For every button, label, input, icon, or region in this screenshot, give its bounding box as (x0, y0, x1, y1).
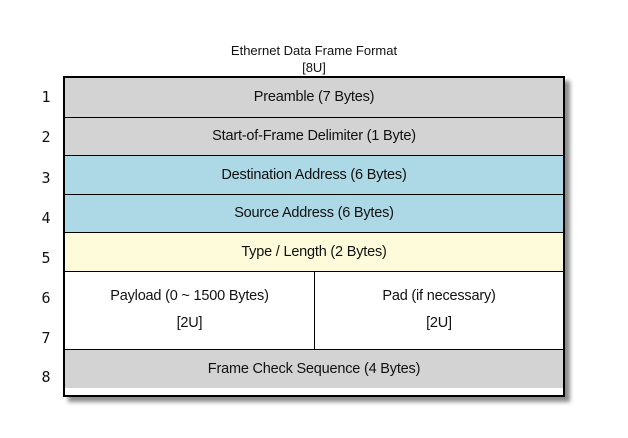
pad-units: [2U] (426, 315, 452, 332)
frame-table: Preamble (7 Bytes) Start-of-Frame Delimi… (63, 76, 565, 397)
diagram-title: Ethernet Data Frame Format (230, 43, 398, 58)
row-number-4: 4 (41, 209, 51, 227)
row-frame-check-sequence-label: Frame Check Sequence (4 Bytes) (207, 360, 421, 377)
row-sfd-label: Start-of-Frame Delimiter (1 Byte) (212, 128, 416, 145)
payload-label: Payload (0 ~ 1500 Bytes) (110, 288, 269, 305)
row-number-7: 7 (41, 329, 51, 347)
pad-cell: Pad (if necessary) [2U] (314, 271, 563, 349)
row-number-1: 1 (41, 88, 51, 106)
row-number-8: 8 (41, 368, 51, 386)
row-destination-address: Destination Address (6 Bytes) (65, 155, 563, 194)
row-destination-address-label: Destination Address (6 Bytes) (221, 166, 407, 183)
row-preamble-label: Preamble (7 Bytes) (253, 89, 375, 106)
row-payload-pad: Payload (0 ~ 1500 Bytes) [2U] Pad (if ne… (65, 270, 563, 350)
row-number-2: 2 (41, 128, 51, 146)
row-type-length-label: Type / Length (2 Bytes) (241, 243, 387, 260)
row-number-5: 5 (41, 249, 51, 267)
diagram-title-block: Ethernet Data Frame Format [8U] (0, 42, 628, 76)
diagram-subtitle: [8U] (302, 60, 326, 75)
row-preamble: Preamble (7 Bytes) (65, 78, 563, 117)
row-number-3: 3 (41, 169, 51, 187)
pad-label: Pad (if necessary) (382, 288, 496, 305)
payload-units: [2U] (176, 315, 203, 332)
row-type-length: Type / Length (2 Bytes) (65, 232, 563, 271)
row-frame-check-sequence: Frame Check Sequence (4 Bytes) (65, 349, 563, 388)
row-number-6: 6 (41, 289, 51, 307)
row-source-address-label: Source Address (6 Bytes) (234, 205, 394, 222)
payload-cell: Payload (0 ~ 1500 Bytes) [2U] (65, 272, 314, 350)
row-sfd: Start-of-Frame Delimiter (1 Byte) (65, 116, 563, 155)
row-source-address: Source Address (6 Bytes) (65, 193, 563, 232)
